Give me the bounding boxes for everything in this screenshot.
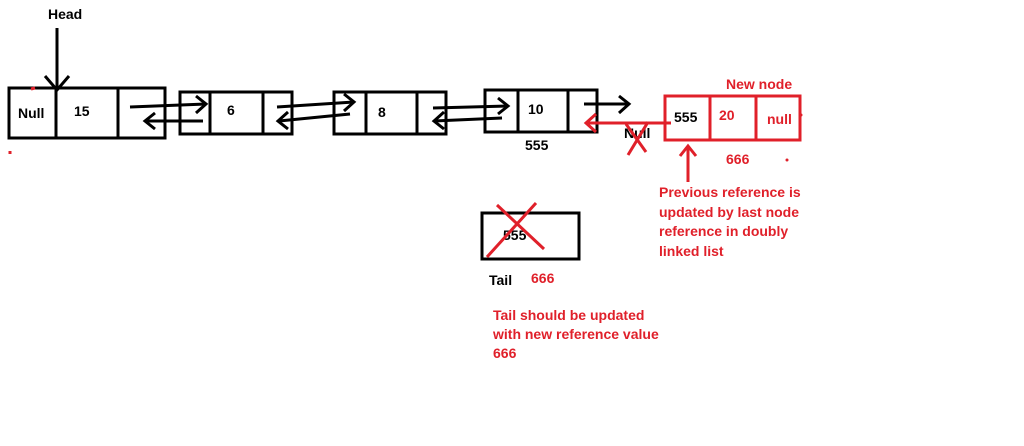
note-tail-line-1: Tail should be updated [493, 307, 644, 323]
node-4: 10 555 [483, 88, 599, 153]
tail-label: Tail [489, 272, 512, 288]
new-node-next: null [767, 111, 792, 127]
tail-cross-mark [485, 201, 546, 259]
annotation-pointer-arrow [678, 143, 698, 182]
previous-reference-note: Previous reference is updated by last no… [659, 184, 801, 259]
node-2: 6 [178, 90, 294, 136]
note-tail-line-3: 666 [493, 345, 517, 361]
link-1-2 [129, 94, 209, 131]
new-node-title: New node [726, 76, 792, 92]
node-4-value: 10 [528, 101, 544, 117]
node-1-value: 15 [74, 103, 90, 119]
link-2-3 [275, 92, 357, 131]
node-2-value: 6 [227, 102, 235, 118]
tail-new-value: 666 [531, 270, 555, 286]
note-previous-line-1: Previous reference is [659, 184, 801, 200]
node-4-address: 555 [525, 137, 549, 153]
new-node-address: 666 [726, 151, 750, 167]
address-dot [785, 158, 789, 162]
node-4-next-arrow [584, 94, 632, 115]
node-3-value: 8 [378, 104, 386, 120]
head-label: Head [48, 6, 82, 22]
stray-mark-top [30, 86, 36, 91]
link-3-4 [431, 96, 511, 131]
new-node-dot [799, 113, 803, 117]
node-3: 8 [332, 90, 448, 136]
note-tail-line-2: with new reference value [492, 326, 659, 342]
node-1-prev: Null [18, 105, 44, 121]
new-node: 555 20 null [663, 94, 802, 142]
new-node-prev-arrow [583, 112, 671, 134]
node-1: Null 15 [7, 86, 167, 140]
head-pointer-arrow [43, 28, 71, 93]
note-previous-line-4: linked list [659, 243, 724, 259]
null-cross-mark [624, 121, 650, 156]
new-node-prev: 555 [674, 109, 698, 125]
note-previous-line-2: updated by last node [659, 204, 799, 220]
new-node-value: 20 [719, 107, 735, 123]
tail-update-note: Tail should be updated with new referenc… [492, 307, 659, 361]
note-previous-line-3: reference in doubly [659, 223, 788, 239]
